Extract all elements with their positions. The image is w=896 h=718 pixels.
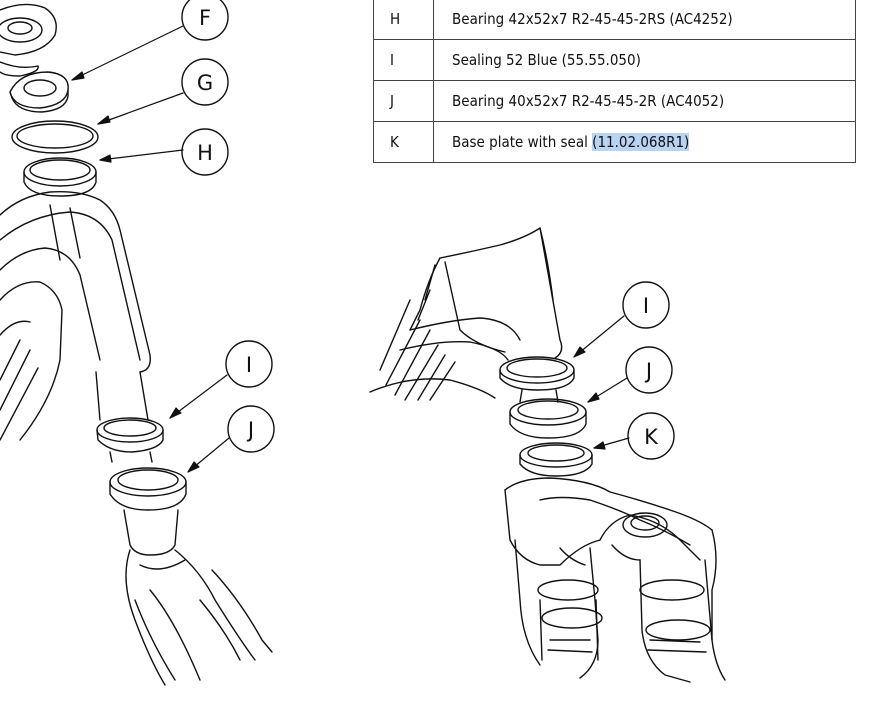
right-assembly-illustration [369, 227, 726, 683]
callout-k: K [644, 425, 659, 449]
left-callouts: F G H I J [181, 0, 275, 453]
right-callouts: I J K [622, 281, 675, 460]
callout-i-circle [225, 340, 273, 388]
part-description: Base plate with seal (11.02.068R1) [433, 121, 856, 163]
callout-j: J [246, 418, 254, 442]
callout-k-circle [627, 412, 675, 460]
table-row: I Sealing 52 Blue (55.55.050) [373, 39, 856, 81]
left-assembly-illustration [0, 3, 273, 686]
callout-i: I [643, 294, 649, 318]
callout-j-circle [625, 346, 673, 394]
callout-g: G [197, 71, 213, 95]
callout-i: I [246, 353, 252, 377]
callout-g-circle [181, 58, 229, 106]
callout-f-circle [181, 0, 229, 41]
table-row: H Bearing 42x52x7 R2-45-45-2RS (AC4252) [373, 0, 856, 40]
parts-table: H Bearing 42x52x7 R2-45-45-2RS (AC4252) … [373, 0, 856, 163]
callout-j-circle [227, 405, 275, 453]
part-letter: H [373, 0, 434, 40]
selected-part-number[interactable]: (11.02.068R1) [592, 133, 690, 151]
part-description: Sealing 52 Blue (55.55.050) [433, 39, 856, 81]
part-description: Bearing 42x52x7 R2-45-45-2RS (AC4252) [433, 0, 856, 40]
callout-f: F [199, 6, 211, 30]
callout-j: J [644, 359, 652, 383]
callout-i-circle [622, 281, 670, 329]
callout-h: H [197, 141, 213, 165]
table-row: K Base plate with seal (11.02.068R1) [373, 121, 856, 163]
left-leader-lines [71, 25, 230, 473]
part-letter: I [373, 39, 434, 81]
callout-h-circle [181, 128, 229, 176]
right-leader-lines [573, 315, 630, 450]
part-letter: K [373, 121, 434, 163]
